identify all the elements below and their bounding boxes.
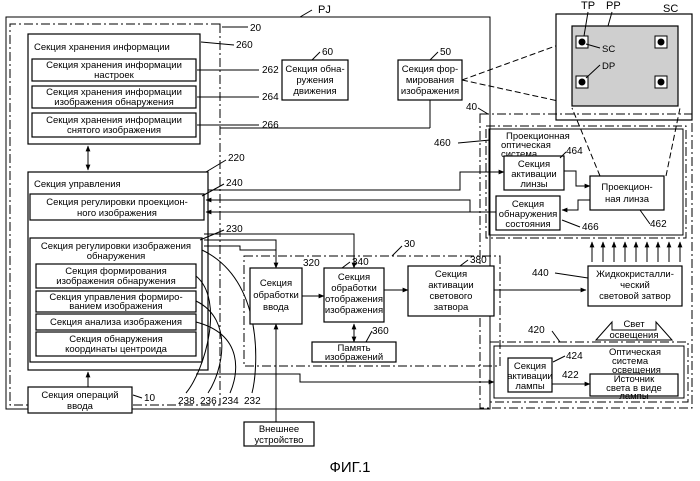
ref-420: 420: [528, 325, 545, 336]
display-proc-l2: обработки: [331, 283, 377, 294]
input-ops-l2: ввода: [67, 401, 94, 412]
ref-320: 320: [303, 258, 320, 269]
lamp-drive-l3: лампы: [515, 381, 545, 392]
ref-60: 60: [322, 47, 334, 58]
tp-label: TP: [581, 0, 595, 12]
lens-l2: ная линза: [605, 194, 650, 205]
lcd-shutter: Жидкокристалли- ческий световой затвор: [588, 266, 682, 306]
detection-adjust-l2: обнаружения: [87, 251, 146, 262]
forming-control-l2: ванием изображения: [69, 301, 162, 312]
ref-464: 464: [566, 146, 583, 157]
control-section: Секция управления Секция регулировки про…: [28, 172, 208, 370]
shutter-drive-l4: затвора: [434, 302, 469, 313]
display-proc-l1: Секция: [338, 272, 370, 283]
display-proc-l3: отображения: [325, 294, 383, 305]
external-device-box: Внешнее устройство: [244, 422, 314, 446]
motion-l1: Секция обна-: [285, 64, 344, 75]
pp-label: PP: [606, 0, 621, 12]
lens-l1: Проекцион-: [601, 182, 652, 193]
shutter-drive-l3: светового: [430, 291, 473, 302]
ref-340: 340: [352, 257, 369, 268]
input-ops-box: Секция операций ввода: [28, 387, 132, 413]
ref-360: 360: [372, 326, 389, 337]
storage-title: Секция хранения информации: [34, 42, 170, 53]
ref-440: 440: [532, 268, 549, 279]
ref-424: 424: [566, 351, 583, 362]
lamp-l3: лампы: [619, 391, 649, 402]
screen-label: SC: [663, 3, 678, 15]
sc-inner-label: SC: [602, 44, 615, 55]
forming-l2: изображения обнаружения: [56, 276, 175, 287]
ref-10: 10: [144, 393, 156, 404]
figure-caption: ФИГ.1: [330, 459, 371, 476]
ref-30: 30: [404, 239, 416, 250]
storage-section: Секция хранения информации Секция хранен…: [28, 34, 200, 144]
ref-462: 462: [650, 219, 667, 230]
memory-l2: изображений: [325, 352, 383, 363]
ref-240: 240: [226, 178, 243, 189]
shutter-drive-l1: Секция: [435, 269, 467, 280]
ref-260: 260: [236, 40, 253, 51]
analysis-label: Секция анализа изображения: [50, 317, 182, 328]
ref-40: 40: [466, 102, 478, 113]
lcd-l1: Жидкокристалли-: [596, 269, 674, 280]
ref-232: 232: [244, 396, 261, 407]
ref-264: 264: [262, 92, 279, 103]
lcd-l3: световой затвор: [599, 291, 671, 302]
motion-l2: ружения: [296, 75, 333, 86]
ref-50: 50: [440, 47, 452, 58]
ref-20: 20: [250, 23, 262, 34]
screen: [556, 14, 692, 120]
projection-adjust-l1: Секция регулировки проекцион-: [46, 197, 188, 208]
ref-422: 422: [562, 370, 579, 381]
ref-262: 262: [262, 65, 279, 76]
state-detect-l3: состояния: [505, 219, 550, 230]
ref-236: 236: [200, 396, 217, 407]
input-proc-l3: ввода: [263, 302, 290, 313]
ref-230: 230: [226, 224, 243, 235]
external-l2: устройство: [255, 435, 304, 446]
motion-l3: движения: [293, 86, 336, 97]
light-l2: освещения: [610, 330, 659, 341]
dp-label: DP: [602, 61, 615, 72]
light-l1: Свет: [623, 319, 645, 330]
imaging-l3: изображения: [401, 86, 459, 97]
settings-storage-l2: настроек: [94, 70, 134, 81]
motion-detection-box: Секция обна- ружения движения: [282, 60, 348, 100]
input-ops-l1: Секция операций: [41, 390, 118, 401]
external-l1: Внешнее: [259, 424, 299, 435]
light-arrows: [592, 242, 680, 262]
input-proc-l1: Секция: [260, 278, 292, 289]
ref-238: 238: [178, 396, 195, 407]
processing-section: Секция обработки ввода Секция обработки …: [250, 266, 494, 363]
illumination-optics: Оптическая система освещения Секция акти…: [490, 342, 688, 402]
imaging-box: Секция фор- мирования изображения: [398, 60, 462, 100]
ref-460: 460: [434, 138, 451, 149]
lens-drive-l3: линзы: [520, 179, 547, 190]
imaging-l2: мирования: [406, 75, 454, 86]
control-title: Секция управления: [34, 179, 121, 190]
ref-234: 234: [222, 396, 239, 407]
centroid-l2: координаты центроида: [65, 344, 168, 355]
captured-storage-l2: снятого изображения: [67, 125, 161, 136]
lcd-l2: ческий: [620, 280, 650, 291]
imaging-l1: Секция фор-: [402, 64, 458, 75]
shutter-drive-l2: активации: [428, 280, 473, 291]
ref-380: 380: [470, 255, 487, 266]
pj-label: PJ: [318, 4, 331, 16]
ref-220: 220: [228, 153, 245, 164]
ref-266: 266: [262, 120, 279, 131]
detection-storage-l2: изображения обнаружения: [54, 97, 173, 108]
input-proc-l2: обработки: [253, 290, 299, 301]
projection-adjust-l2: ного изображения: [77, 208, 157, 219]
display-proc-l4: изображения: [325, 305, 383, 316]
ref-466: 466: [582, 222, 599, 233]
